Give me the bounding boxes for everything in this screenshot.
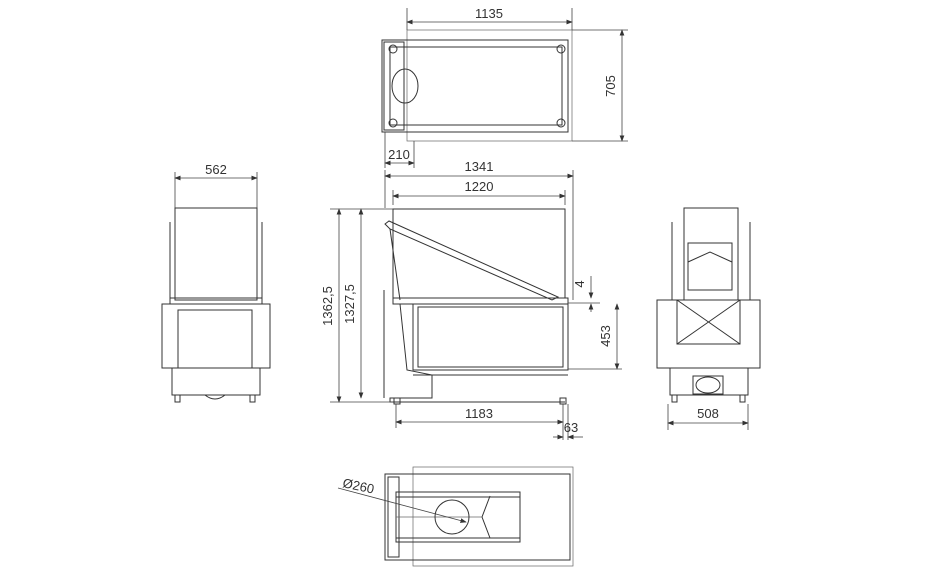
dim-foot-offset: 63 [564, 420, 578, 435]
dim-gap: 4 [572, 280, 587, 287]
dim-top-offset: 210 [388, 147, 410, 162]
dim-right-width: 508 [697, 406, 719, 421]
flue-outlet-icon [391, 68, 419, 104]
dim-base-width: 1183 [465, 406, 493, 421]
dim-inner-width: 1220 [465, 179, 494, 194]
top-view: 1135 705 210 [381, 6, 628, 168]
dim-top-depth: 705 [603, 75, 618, 97]
left-view: 562 [161, 162, 271, 403]
dim-left-width: 562 [205, 162, 227, 177]
dim-overall-width: 1341 [465, 159, 494, 174]
dim-overall-height: 1362,5 [320, 286, 335, 326]
right-view: 508 [656, 207, 761, 430]
dim-height: 1327,5 [342, 284, 357, 324]
bottom-view: Ø260 [337, 466, 574, 567]
flue-circle [434, 499, 470, 535]
flue-outlet-icon [695, 376, 721, 394]
dim-top-width: 1135 [475, 6, 503, 21]
dim-flue-diameter: Ø260 [341, 475, 375, 496]
dim-glass-height: 453 [598, 325, 613, 347]
front-view: 1341 1220 1362,5 1327,5 4 453 1183 63 [320, 159, 622, 440]
